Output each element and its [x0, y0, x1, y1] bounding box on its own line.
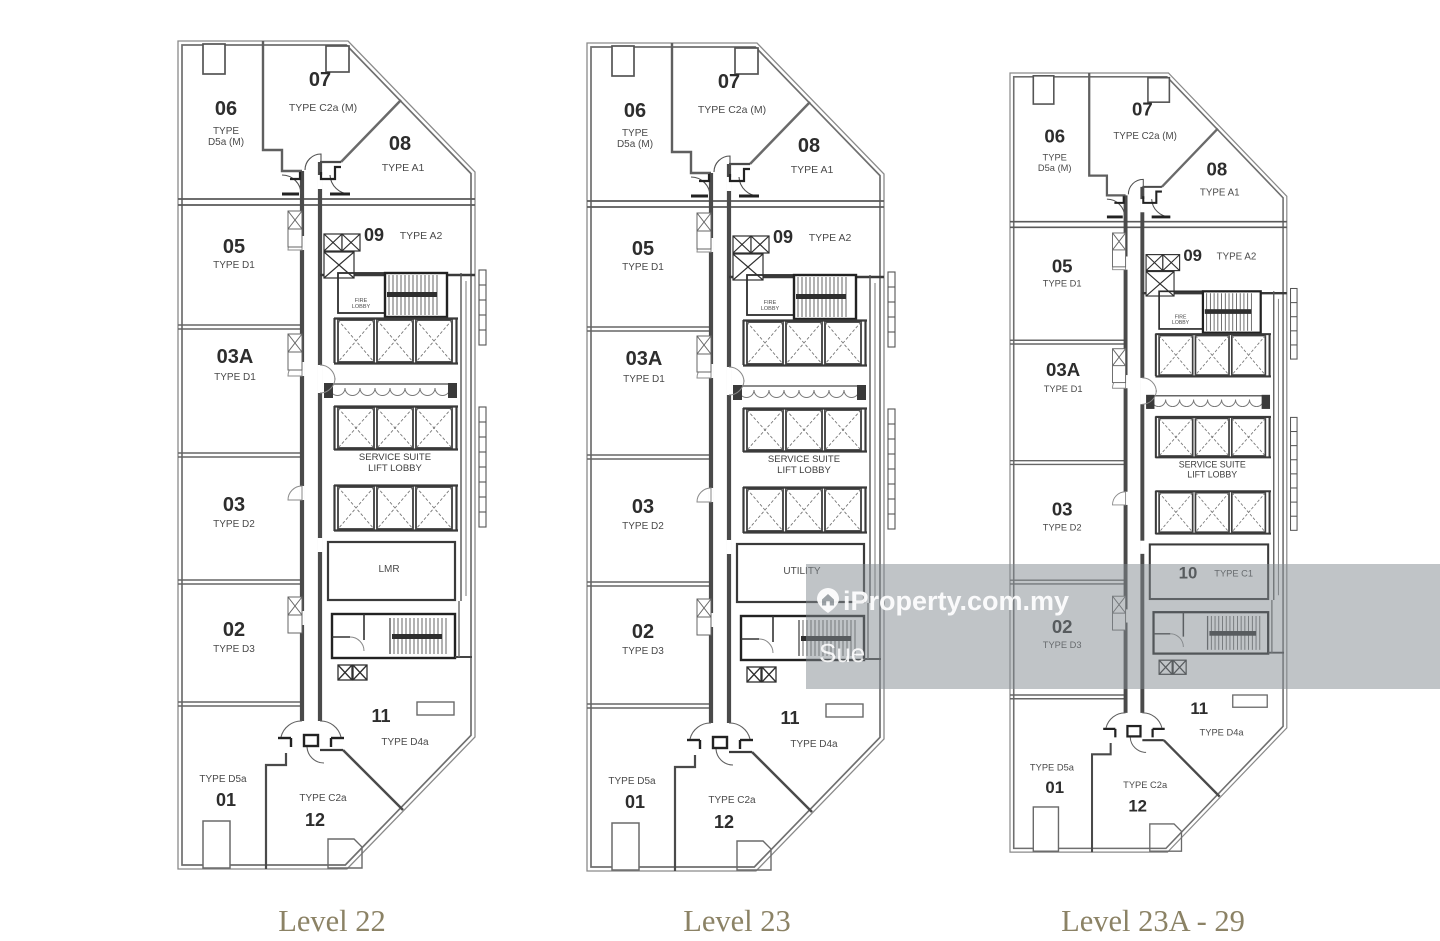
svg-text:Sue: Sue [819, 638, 865, 668]
svg-text:Level 23A - 29: Level 23A - 29 [1061, 904, 1245, 938]
svg-text:UTILITY: UTILITY [783, 566, 821, 577]
svg-text:Level 22: Level 22 [278, 904, 386, 938]
svg-text:iProperty.com.my: iProperty.com.my [843, 586, 1069, 616]
svg-text:LMR: LMR [378, 564, 399, 575]
svg-text:Level 23: Level 23 [683, 904, 791, 938]
